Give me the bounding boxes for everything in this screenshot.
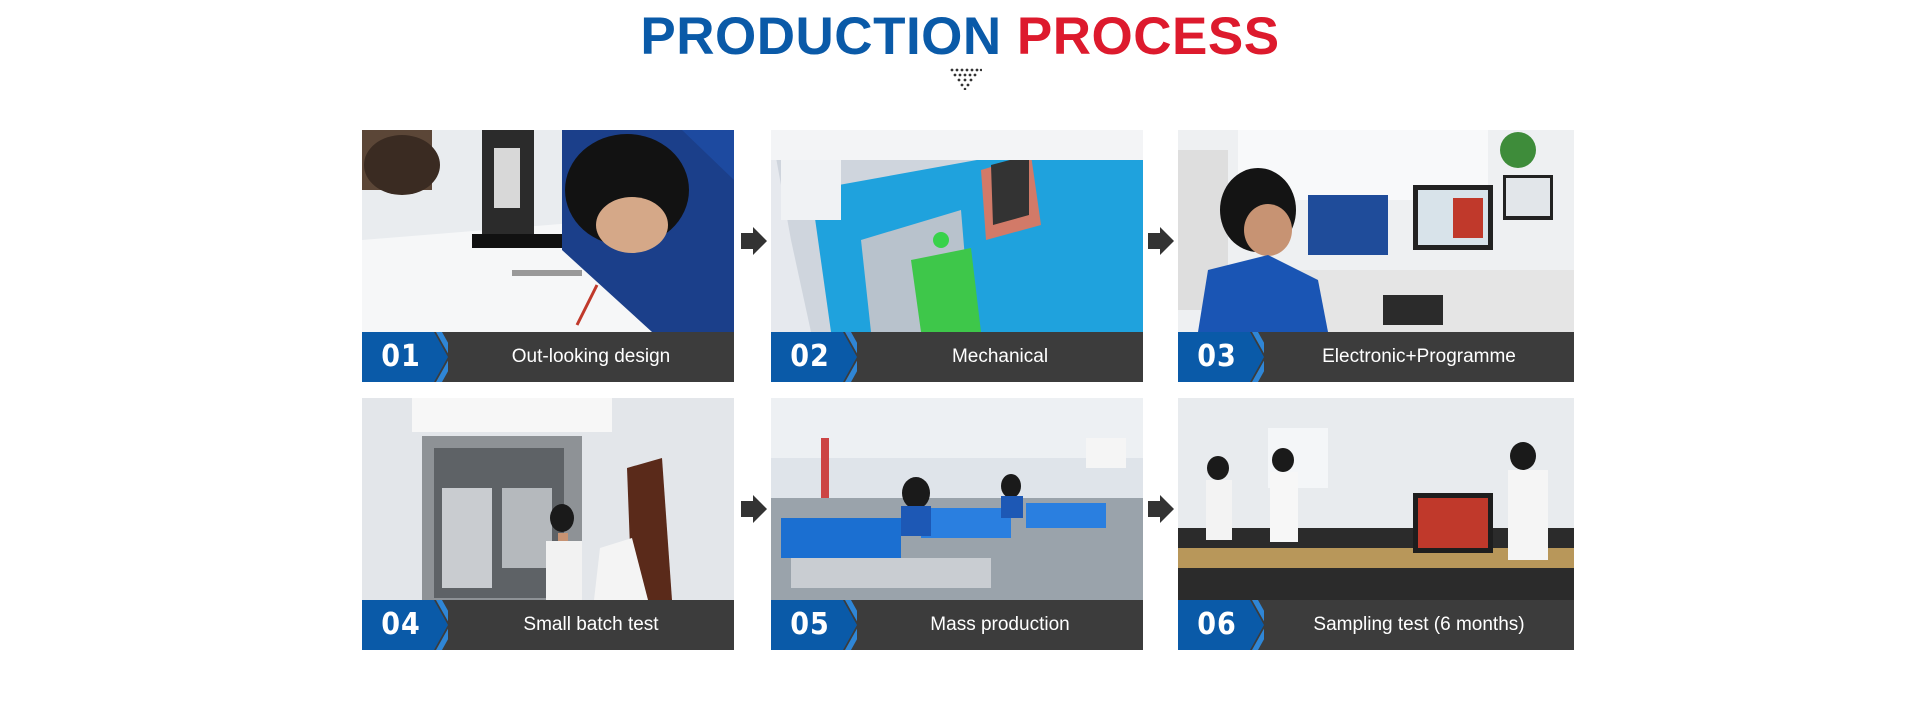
step-card-03: 03 Electronic+Programme (1178, 130, 1574, 382)
step-title: Small batch test (523, 614, 659, 635)
step-number: 03 (1197, 339, 1237, 374)
heading-word-production: PRODUCTION (640, 7, 1002, 66)
heading-word-process: PROCESS (1016, 7, 1280, 66)
number-badge (1178, 332, 1264, 382)
photo-mechanical-cad (771, 130, 1143, 332)
section-heading: PRODUCTION PROCESS (0, 6, 1920, 68)
photo-small-batch-test (362, 398, 734, 600)
step-number: 04 (381, 607, 421, 642)
step-card-06: 06 Sampling test (6 months) (1178, 398, 1574, 650)
step-number: 06 (1197, 607, 1237, 642)
step-title: Sampling test (6 months) (1313, 614, 1525, 635)
photo-design-work (362, 130, 734, 332)
step-card-02: 02 Mechanical (771, 130, 1143, 382)
step-card-05: 05 Mass production (771, 398, 1143, 650)
photo-electronic-programming (1178, 130, 1574, 332)
triangle-dots-icon (950, 68, 982, 90)
step-title: Electronic+Programme (1322, 346, 1516, 367)
number-badge (1178, 600, 1264, 650)
arrow-right-icon (1148, 227, 1174, 255)
step-title: Mass production (930, 614, 1070, 635)
step-title: Out-looking design (511, 346, 671, 367)
arrow-right-icon (741, 227, 767, 255)
step-number: 05 (790, 607, 830, 642)
arrow-right-icon (1148, 495, 1174, 523)
arrow-right-icon (741, 495, 767, 523)
photo-sampling-test (1178, 398, 1574, 600)
number-badge (362, 332, 448, 382)
step-number: 01 (381, 339, 421, 374)
step-number: 02 (790, 339, 830, 374)
step-title: Mechanical (951, 346, 1049, 367)
number-badge (771, 600, 857, 650)
step-card-01: 01 Out-looking design (362, 130, 734, 382)
step-card-04: 04 Small batch test (362, 398, 734, 650)
number-badge (771, 332, 857, 382)
number-badge (362, 600, 448, 650)
photo-mass-production (771, 398, 1143, 600)
